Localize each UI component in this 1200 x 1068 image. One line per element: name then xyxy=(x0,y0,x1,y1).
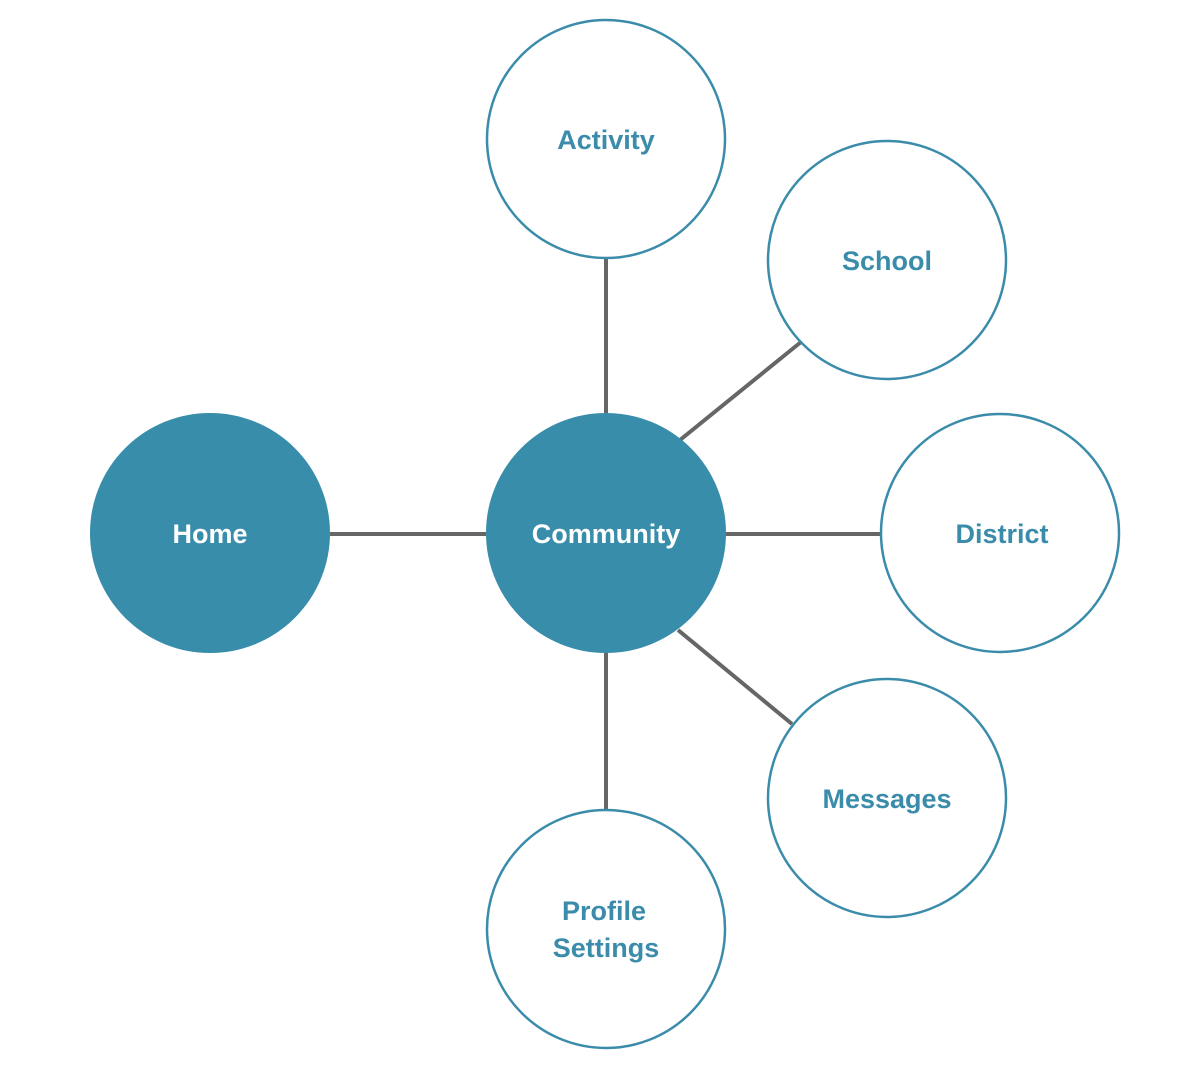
node-school[interactable]: School xyxy=(766,139,1008,381)
connectors xyxy=(330,258,880,810)
node-activity[interactable]: Activity xyxy=(485,18,727,260)
node-profile-settings-label-line-2: Settings xyxy=(553,933,660,963)
node-activity-label: Activity xyxy=(557,125,655,155)
node-messages[interactable]: Messages xyxy=(766,677,1008,919)
node-home-label: Home xyxy=(172,519,247,549)
node-home[interactable]: Home xyxy=(90,413,330,653)
node-school-label: School xyxy=(842,246,932,276)
edge-community-school xyxy=(678,340,803,442)
node-community-label: Community xyxy=(532,519,681,549)
node-profile-settings-label-line-1: Profile xyxy=(562,896,646,926)
node-profile-settings[interactable]: Profile Settings xyxy=(485,808,727,1050)
node-district[interactable]: District xyxy=(879,412,1121,654)
node-messages-label: Messages xyxy=(822,784,951,814)
edge-community-messages xyxy=(676,628,794,726)
node-community[interactable]: Community xyxy=(486,413,726,653)
node-district-label: District xyxy=(955,519,1048,549)
